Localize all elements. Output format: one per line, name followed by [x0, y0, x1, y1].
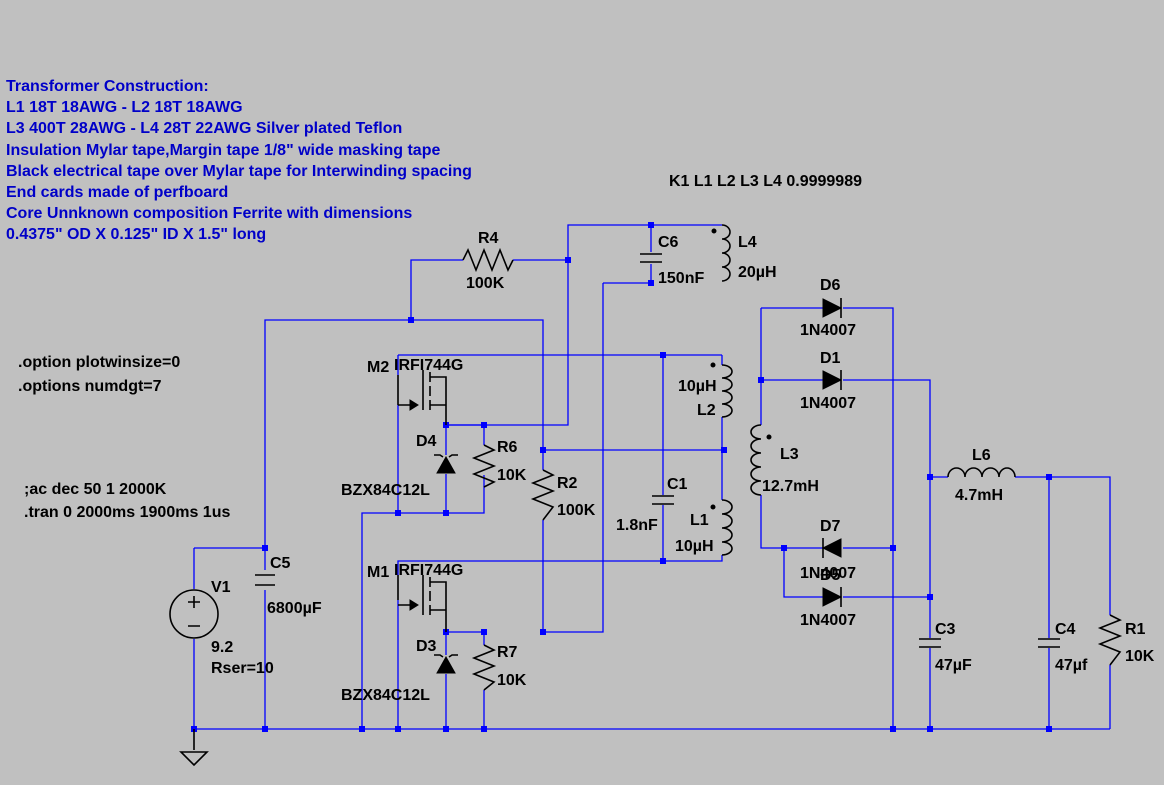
label-l1-value: 10µH: [675, 538, 714, 555]
label-d3-value: BZX84C12L: [341, 687, 430, 704]
capacitor-c4[interactable]: [1038, 638, 1060, 648]
label-r1-value: 10K: [1125, 648, 1155, 665]
label-c5-value: 6800µF: [267, 600, 322, 617]
label-d6-name: D6: [820, 277, 841, 294]
label-c4-name: C4: [1055, 621, 1076, 638]
label-c4-value: 47µf: [1055, 657, 1088, 674]
diode-d6[interactable]: [822, 298, 843, 318]
component-labels: R4 100K C6 150nF L4 20µH D6 1N4007 D1 1N…: [211, 230, 1155, 704]
label-c1-name: C1: [667, 476, 688, 493]
ground-symbol[interactable]: [179, 729, 209, 767]
voltage-source-v1[interactable]: [169, 589, 219, 639]
label-r7-name: R7: [497, 644, 518, 661]
label-l1-name: L1: [690, 512, 709, 529]
label-d3-name: D3: [416, 638, 437, 655]
label-d4-name: D4: [416, 433, 437, 450]
label-r4-name: R4: [478, 230, 499, 247]
label-d1-name: D1: [820, 350, 841, 367]
label-l3-value: 12.7mH: [762, 478, 819, 495]
label-m2-name: M2: [367, 359, 389, 376]
label-d1-value: 1N4007: [800, 395, 856, 412]
label-l4-value: 20µH: [738, 264, 777, 281]
label-m1-name: M1: [367, 564, 389, 581]
note-line: Insulation Mylar tape,Margin tape 1/8" w…: [6, 141, 441, 159]
note-line: Transformer Construction:: [6, 78, 209, 95]
capacitor-c6[interactable]: [640, 253, 662, 263]
label-r7-value: 10K: [497, 672, 527, 689]
label-d4-value: BZX84C12L: [341, 482, 430, 499]
mosfet-m1[interactable]: [397, 575, 447, 632]
label-r2-value: 100K: [557, 502, 596, 519]
label-r6-name: R6: [497, 439, 518, 456]
coupling-directive[interactable]: K1 L1 L2 L3 L4 0.9999989: [669, 173, 862, 190]
note-line: L3 400T 28AWG - L4 28T 22AWG Silver plat…: [6, 120, 403, 138]
label-l6-value: 4.7mH: [955, 487, 1003, 504]
label-d5-value: 1N4007: [800, 612, 856, 629]
label-m2-value: IRFI744G: [394, 357, 463, 374]
wires: [193, 224, 1111, 730]
label-c3-value: 47µF: [935, 657, 972, 674]
note-line: Black electrical tape over Mylar tape fo…: [6, 162, 472, 180]
label-c6-name: C6: [658, 234, 679, 251]
capacitor-c1[interactable]: [652, 495, 674, 505]
label-d7-name: D7: [820, 518, 841, 535]
note-line: 0.4375" OD X 0.125" ID X 1.5" long: [6, 226, 267, 244]
label-d7-value: 1N4007: [800, 565, 856, 582]
ac-directive[interactable]: ;ac dec 50 1 2000K: [24, 481, 167, 498]
diode-d1[interactable]: [822, 370, 843, 390]
note-line: End cards made of perfboard: [6, 184, 229, 202]
label-d6-value: 1N4007: [800, 322, 856, 339]
inductor-l3[interactable]: [750, 424, 762, 496]
resistor-r1[interactable]: [1097, 614, 1123, 666]
tran-directive[interactable]: .tran 0 2000ms 1900ms 1us: [24, 504, 231, 521]
label-l2-value: 10µH: [678, 378, 717, 395]
resistor-r4[interactable]: [462, 247, 514, 273]
mosfet-m2[interactable]: [397, 370, 447, 425]
resistor-r6[interactable]: [471, 444, 497, 488]
label-c1-value: 1.8nF: [616, 517, 658, 534]
zener-d3[interactable]: [434, 654, 458, 674]
inductor-l2[interactable]: [721, 364, 733, 418]
label-m1-value: IRFI744G: [394, 562, 463, 579]
junction-dots: [191, 222, 1052, 732]
label-l4-name: L4: [738, 234, 757, 251]
label-v1-rser: Rser=10: [211, 660, 274, 677]
diode-d7[interactable]: [821, 538, 842, 558]
label-c6-value: 150nF: [658, 270, 704, 287]
capacitor-c5[interactable]: [255, 574, 275, 586]
diode-d5[interactable]: [822, 587, 843, 607]
capacitor-c3[interactable]: [919, 638, 941, 648]
label-c5-name: C5: [270, 555, 291, 572]
resistor-r7[interactable]: [471, 644, 497, 691]
inductor-l4[interactable]: [721, 224, 731, 282]
label-l2-name: L2: [697, 402, 716, 419]
label-r6-value: 10K: [497, 467, 527, 484]
transformer-notes: Transformer Construction: L1 18T 18AWG - …: [6, 76, 472, 246]
label-d5-name: D5: [820, 567, 841, 584]
label-c3-name: C3: [935, 621, 956, 638]
note-line: L1 18T 18AWG - L2 18T 18AWG: [6, 99, 243, 117]
label-v1-value: 9.2: [211, 639, 233, 656]
label-r1-name: R1: [1125, 621, 1146, 638]
label-l3-name: L3: [780, 446, 799, 463]
inductor-l6[interactable]: [947, 467, 1016, 478]
resistor-r2[interactable]: [530, 469, 556, 521]
note-line: Core Unnknown composition Ferrite with d…: [6, 205, 413, 223]
label-v1-name: V1: [211, 579, 231, 596]
plotwinsize-directive[interactable]: .option plotwinsize=0: [18, 354, 181, 371]
numdgt-directive[interactable]: .options numdgt=7: [18, 378, 162, 395]
label-l6-name: L6: [972, 447, 991, 464]
label-r2-name: R2: [557, 475, 578, 492]
inductor-l1[interactable]: [721, 499, 733, 556]
zener-d4[interactable]: [434, 454, 458, 474]
label-r4-value: 100K: [466, 275, 505, 292]
